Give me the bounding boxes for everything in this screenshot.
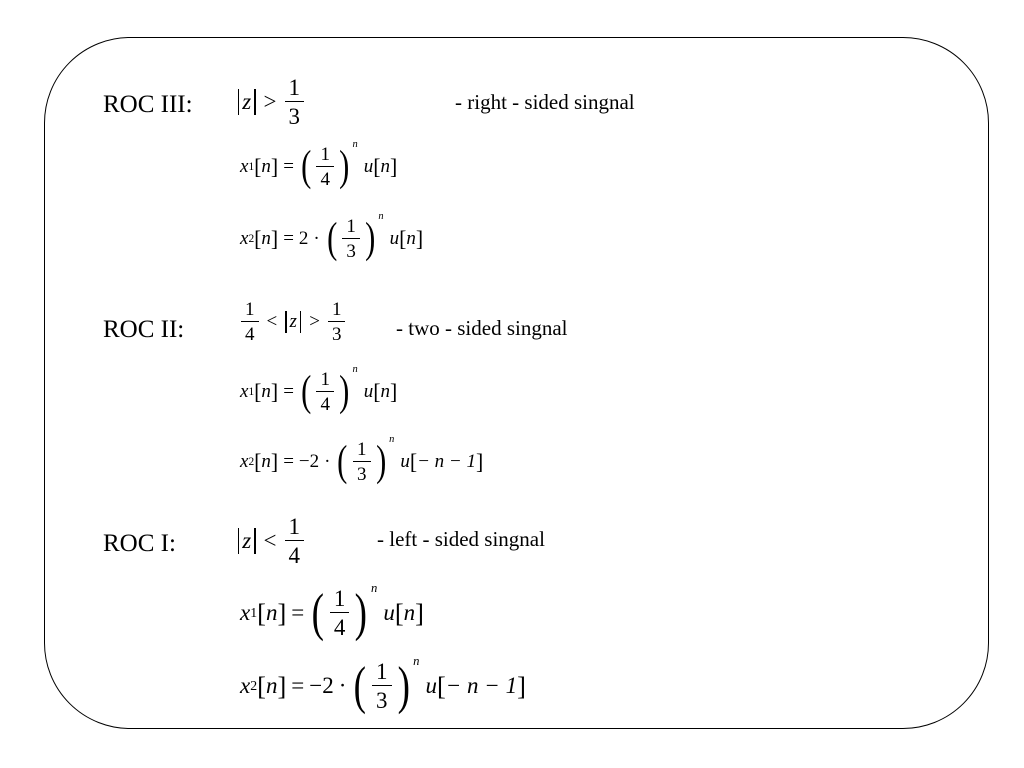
roc-iii-label: ROC III:	[103, 91, 193, 118]
roc-ii-label: ROC II:	[103, 316, 185, 343]
roc-i-label: ROC I:	[103, 530, 176, 557]
roc-ii-note: - two - sided singnal	[396, 316, 568, 340]
roc-i-note: - left - sided singnal	[377, 527, 545, 551]
rounded-frame	[44, 37, 989, 729]
roc-iii-note: - right - sided singnal	[455, 90, 635, 114]
